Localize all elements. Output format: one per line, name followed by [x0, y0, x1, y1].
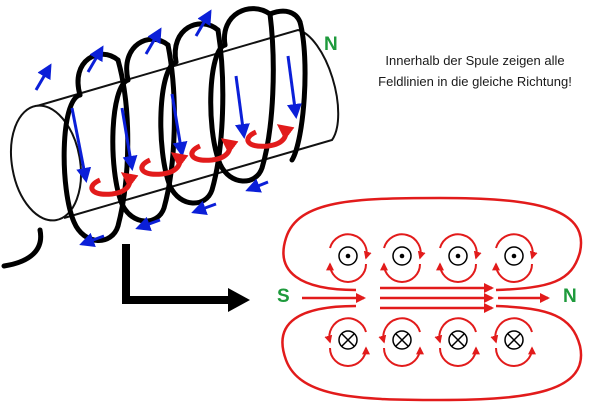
- current-arrow: [86, 45, 104, 73]
- current-arrow: [191, 200, 217, 215]
- current-arrow: [70, 107, 92, 183]
- current-arrow: [135, 216, 161, 231]
- conductor-in-icon: [434, 317, 480, 367]
- explanation-caption: Innerhalb der Spule zeigen alle Feldlini…: [378, 53, 572, 89]
- field-curl: [89, 172, 139, 197]
- conductor-in-icon: [490, 317, 536, 367]
- conductor-row-in: [324, 317, 536, 367]
- conductor-out-icon: [436, 233, 482, 283]
- coil-illustration: [1, 6, 340, 269]
- field-curl: [189, 138, 239, 163]
- conductor-out-icon: [326, 233, 372, 283]
- field-curl: [139, 152, 189, 177]
- current-arrow: [194, 9, 212, 37]
- current-arrow: [234, 75, 250, 139]
- current-arrow: [34, 63, 52, 91]
- north-pole-label: N: [563, 286, 577, 307]
- outer-field-loop: [282, 196, 583, 292]
- transition-arrow: [122, 244, 230, 304]
- coil-field-curls: [89, 124, 295, 197]
- current-arrow: [144, 27, 162, 55]
- current-arrow: [79, 232, 105, 247]
- central-field-lines: [302, 283, 550, 313]
- conductor-in-icon: [378, 317, 424, 367]
- south-pole-label: S: [277, 286, 290, 307]
- outer-field-loop: [281, 304, 583, 402]
- conductor-row-out: [326, 233, 538, 283]
- current-arrow: [286, 55, 302, 119]
- coil-windings-back: [75, 6, 303, 98]
- current-arrows: [34, 9, 302, 247]
- current-arrow: [120, 107, 138, 171]
- coil-cross-section: [281, 196, 583, 402]
- current-arrow: [170, 93, 188, 157]
- transition-arrow-head: [228, 288, 250, 312]
- conductor-out-icon: [492, 233, 538, 283]
- current-arrow: [245, 178, 269, 193]
- field-curl: [245, 124, 295, 149]
- cylinder-body: [29, 28, 340, 219]
- conductor-out-icon: [380, 233, 426, 283]
- north-pole-label: N: [324, 34, 338, 55]
- conductor-in-icon: [324, 317, 370, 367]
